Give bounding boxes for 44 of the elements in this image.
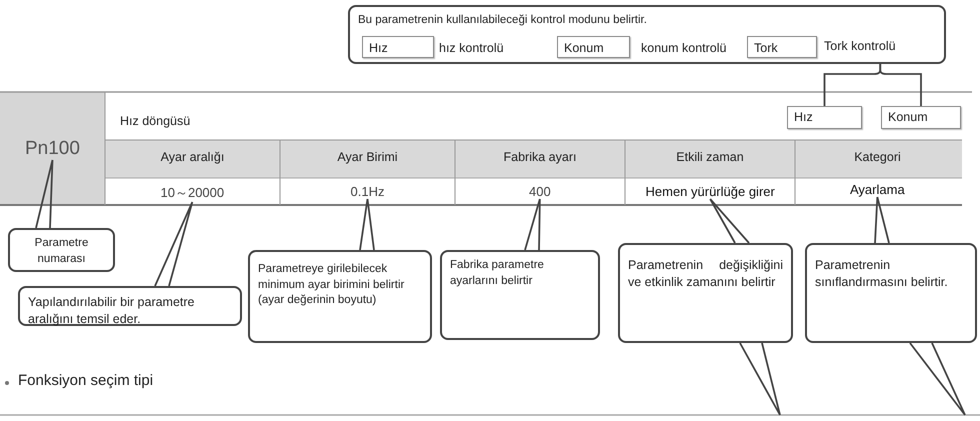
mode-tag: Hız (362, 36, 434, 58)
callout-text: Parametre numarası (34, 236, 90, 267)
callout-box (248, 250, 432, 343)
mode-tag: Konum (557, 36, 630, 58)
callout-tail (524, 198, 541, 251)
value-text: 0.1Hz (350, 184, 384, 199)
callout-text: Parametrenin sınıflandırmasını belirtir. (815, 257, 949, 291)
value-text: 400 (529, 184, 551, 199)
callout-box (8, 228, 115, 272)
value-text: 10～20000 (160, 184, 224, 202)
mode-tag: Hız (787, 106, 862, 129)
callout-tail (739, 342, 781, 416)
brace-connector (879, 64, 922, 106)
callout-text: Bu parametrenin kullanılabileceği kontrol modunu belirtir. (358, 13, 648, 28)
mode-tag: Konum (881, 106, 961, 129)
callout-box (348, 5, 946, 64)
column-header: Fabrika ayarı (502, 150, 578, 164)
row-title: Hız döngüsü (120, 114, 190, 128)
parameter-number: Pn100 (25, 138, 80, 160)
callout-text: Parametrenin değişikliğini ve etkinlik zamanını belirtir (628, 257, 783, 291)
column-header: Ayar aralığı (160, 150, 226, 164)
callout-text: Parametreye girilebilecek minimum ayar birimini belirtir (ayar değerinin boyutu) (258, 262, 406, 308)
callout-text: Yapılandırılabilir bir parametre aralığını temsil eder. (28, 294, 196, 328)
callout-tail (154, 201, 194, 287)
callout-box (618, 243, 793, 343)
column-header: Etkili zaman (675, 150, 745, 164)
callout-box (440, 250, 600, 340)
column-header: Kategori (853, 150, 902, 164)
callout-tail (909, 342, 966, 416)
value-text: Hemen yürürlüğe girer (646, 184, 775, 199)
mode-description: Tork kontrolü (824, 38, 896, 55)
callout-box (18, 286, 242, 326)
callout-tail (35, 159, 54, 229)
section-heading: Fonksiyon seçim tipi (18, 372, 154, 389)
mode-description: hız kontrolü (439, 40, 504, 57)
mode-description: konum kontrolü (641, 40, 726, 57)
callout-box (805, 243, 977, 343)
column-header: Ayar Birimi (336, 150, 399, 164)
callout-text: Fabrika parametre ayarlarını belirtir (450, 258, 545, 289)
value-text: Ayarlama (850, 182, 905, 197)
callout-tail (709, 198, 750, 244)
mode-tag: Tork (747, 36, 817, 58)
callout-tail (874, 196, 890, 244)
callout-tail (359, 198, 375, 251)
